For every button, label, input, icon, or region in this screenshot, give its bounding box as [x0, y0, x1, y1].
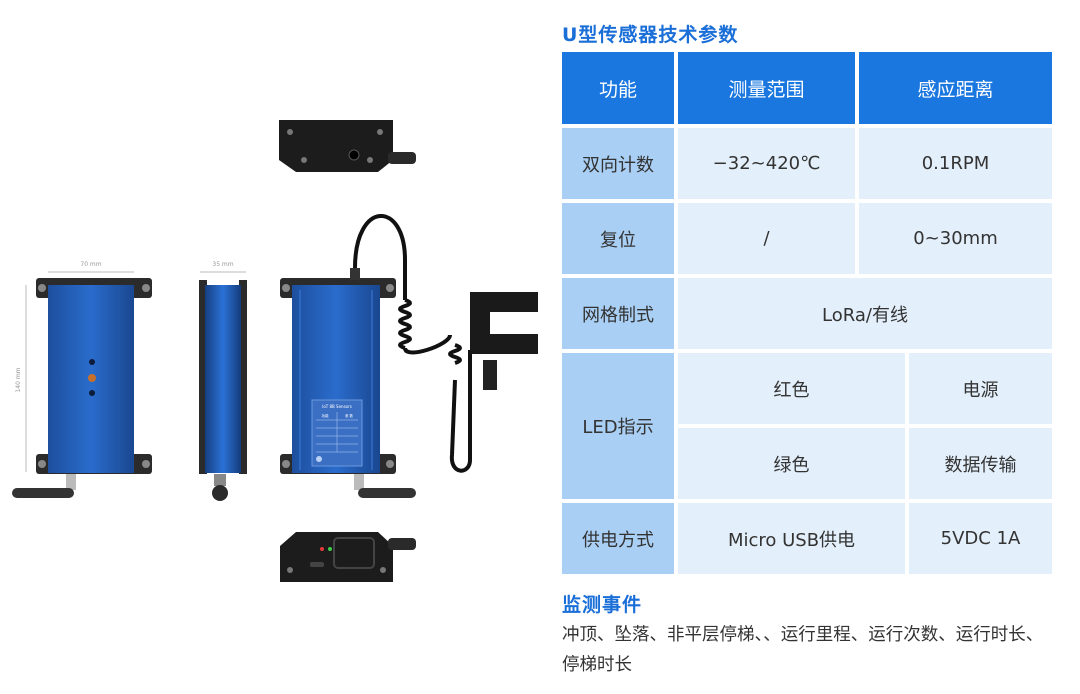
- header-function: 功能: [562, 52, 674, 124]
- side-view: 35 mm: [199, 261, 247, 501]
- spec-table: 功能 测量范围 感应距离 双向计数 −32~420℃ 0.1RPM 复位 / 0…: [562, 52, 1052, 578]
- dim-width: 70 mm: [80, 261, 101, 268]
- back-view: IoT 8B Sensors 功能 参 数: [280, 214, 538, 498]
- row-distance-counting: 0.1RPM: [859, 128, 1052, 199]
- label-title: IoT 8B Sensors: [322, 404, 352, 409]
- row-power-voltage: 5VDC 1A: [909, 503, 1052, 574]
- spec-title: U型传感器技术参数: [562, 24, 739, 46]
- row-label-network: 网格制式: [562, 278, 674, 349]
- led-green: 绿色: [678, 428, 905, 499]
- row-label-counting: 双向计数: [562, 128, 674, 199]
- front-view: 70 mm 140 mm: [12, 261, 152, 498]
- top-view: [279, 120, 416, 172]
- led-red: 红色: [678, 353, 905, 424]
- row-power-supply: Micro USB供电: [678, 503, 905, 574]
- header-range: 测量范围: [678, 52, 855, 124]
- events-title: 监测事件: [562, 594, 643, 616]
- led-green-value: 数据传输: [909, 428, 1052, 499]
- row-range-reset: /: [678, 203, 855, 274]
- dim-height: 140 mm: [15, 367, 22, 392]
- led-red-value: 电源: [909, 353, 1052, 424]
- header-distance: 感应距离: [859, 52, 1052, 124]
- row-range-counting: −32~420℃: [678, 128, 855, 199]
- events-text: 冲顶、坠落、非平层停梯、、运行里程、运行次数、运行时长、停梯时长: [562, 625, 1044, 675]
- label-header-a: 功能: [322, 413, 330, 418]
- row-label-reset: 复位: [562, 203, 674, 274]
- row-label-power: 供电方式: [562, 503, 674, 574]
- dim-depth: 35 mm: [212, 261, 233, 268]
- row-label-led: LED指示: [562, 353, 674, 499]
- bottom-view: [280, 532, 416, 582]
- row-distance-reset: 0~30mm: [859, 203, 1052, 274]
- product-illustration: 70 mm 140 mm 35 mm: [12, 120, 538, 582]
- label-header-b: 参 数: [345, 413, 354, 418]
- row-value-network: LoRa/有线: [678, 278, 1052, 349]
